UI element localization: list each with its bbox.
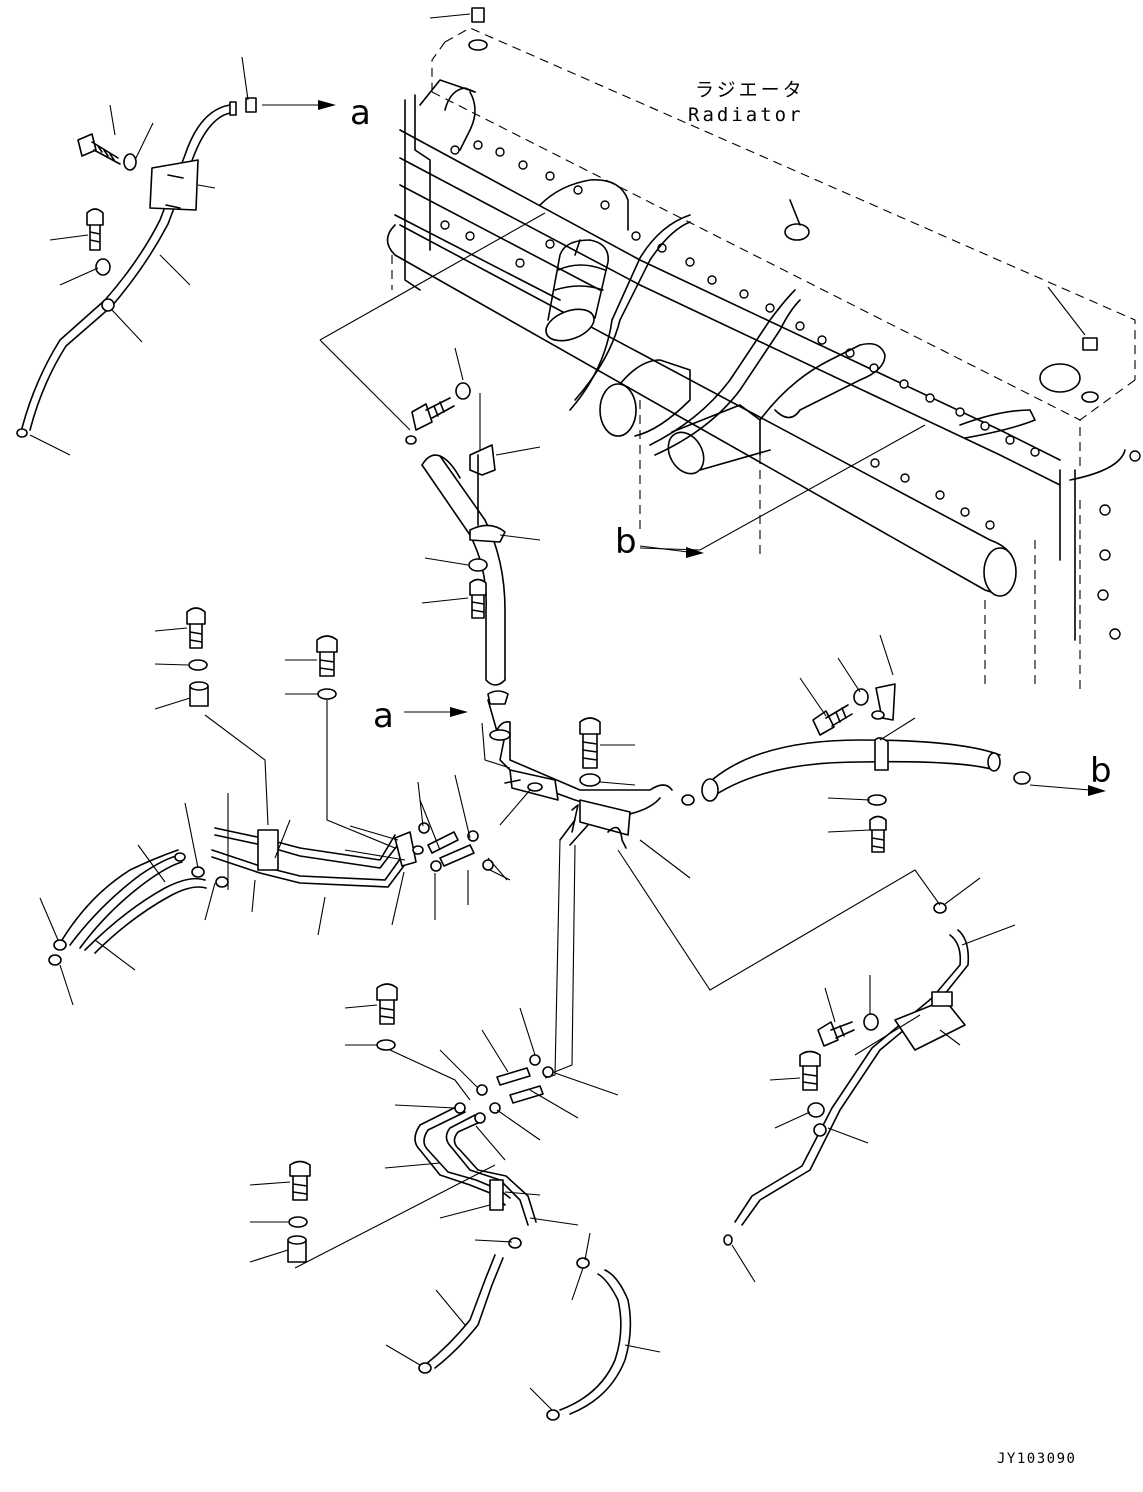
ref-label-a-center: a — [373, 696, 394, 736]
drawing-number: JY103090 — [997, 1451, 1076, 1467]
leader-lines — [29, 13, 1086, 1411]
left-lower-assembly — [48, 607, 494, 966]
center-upper-hose — [405, 382, 509, 705]
radiator — [386, 7, 1141, 690]
top-left-hose-assembly — [16, 97, 257, 438]
reference-arrow-b-right — [1029, 784, 1106, 796]
bottom-center-assembly — [287, 983, 632, 1421]
reference-arrow-b-left — [639, 545, 704, 558]
center-branch-pipe — [487, 699, 695, 1079]
reference-arrow-a-top — [262, 100, 336, 110]
radiator-label-jp: ラジエータ — [695, 79, 805, 101]
ref-label-b-left: b — [615, 522, 637, 562]
right-lower-assembly — [723, 902, 970, 1246]
radiator-label-en: Radiator — [688, 104, 804, 126]
reference-arrow-a-center — [404, 707, 468, 717]
ref-label-b-right: b — [1090, 751, 1112, 791]
right-hose-b — [701, 683, 1031, 853]
ref-label-a-top: a — [350, 93, 371, 133]
